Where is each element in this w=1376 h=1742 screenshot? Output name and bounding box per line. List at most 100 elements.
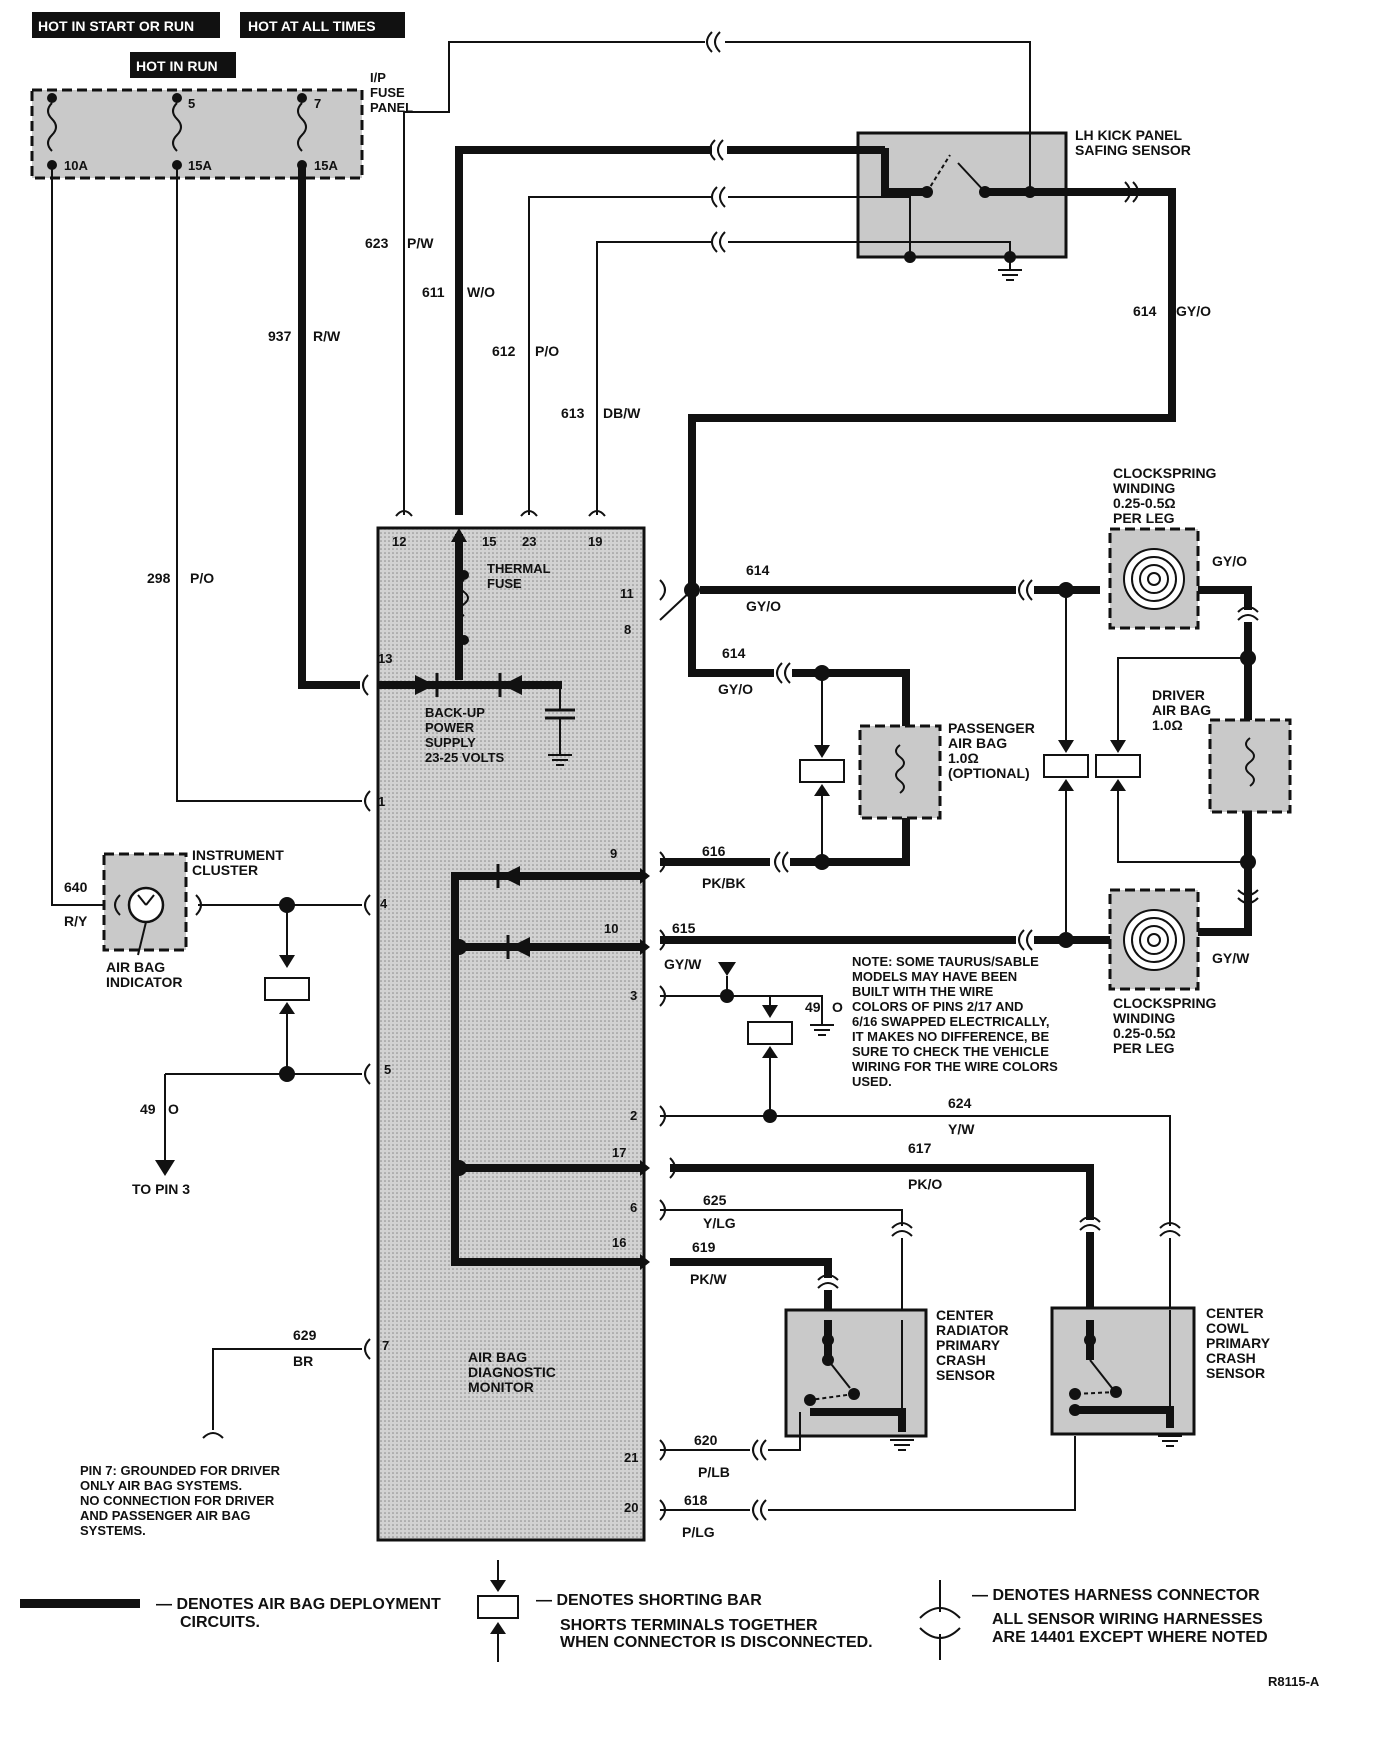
svg-text:7: 7 [382,1338,389,1353]
wire-625: 625 Y/LG [659,1192,913,1320]
clockspring-top: CLOCKSPRING WINDING 0.25-0.5Ω PER LEG GY… [1108,465,1247,630]
svg-text:937: 937 [268,328,292,344]
wire-629: 629 BR [202,1327,371,1439]
svg-text:INDICATOR: INDICATOR [106,974,182,990]
svg-text:298: 298 [147,570,171,586]
legend-harness-connector: — DENOTES HARNESS CONNECTOR ALL SENSOR W… [919,1580,1268,1660]
svg-text:0.25-0.5Ω: 0.25-0.5Ω [1113,495,1176,511]
svg-text:DB/W: DB/W [603,405,641,421]
wire-614-clockspring: 614 GY/O 614 GY/O [659,562,1100,780]
svg-text:8: 8 [624,622,631,637]
svg-text:BUILT WITH THE WIRE: BUILT WITH THE WIRE [852,984,994,999]
wire-623: 623 P/W [365,31,1031,517]
svg-text:ALL SENSOR WIRING HARNESSES: ALL SENSOR WIRING HARNESSES [992,1611,1263,1628]
svg-text:P/O: P/O [535,343,559,359]
svg-text:614: 614 [722,645,746,661]
wire-611: 611 W/O [422,139,885,515]
shorting-bar-passenger [799,673,845,862]
svg-text:ONLY AIR BAG SYSTEMS.: ONLY AIR BAG SYSTEMS. [80,1478,242,1493]
svg-text:CLOCKSPRING: CLOCKSPRING [1113,465,1217,481]
hot-all-times-tag: HOT AT ALL TIMES [240,12,405,38]
svg-text:— DENOTES HARNESS CONNECTOR: — DENOTES HARNESS CONNECTOR [972,1587,1260,1604]
pin7-note: PIN 7: GROUNDED FOR DRIVER ONLY AIR BAG … [80,1463,281,1538]
svg-text:SUPPLY: SUPPLY [425,735,476,750]
svg-text:CRASH: CRASH [1206,1350,1256,1366]
svg-text:1.0Ω: 1.0Ω [948,750,979,766]
instrument-cluster: INSTRUMENT CLUSTER AIR BAG INDICATOR [102,847,284,990]
wire-616: 616 PK/BK [659,818,910,891]
svg-text:INSTRUMENT: INSTRUMENT [192,847,284,863]
svg-text:4: 4 [380,896,388,911]
svg-text:629: 629 [293,1327,317,1343]
svg-text:DIAGNOSTIC: DIAGNOSTIC [468,1364,556,1380]
svg-text:PK/O: PK/O [908,1176,942,1192]
svg-text:HOT IN START OR RUN: HOT IN START OR RUN [38,18,194,34]
svg-text:BACK-UP: BACK-UP [425,705,485,720]
svg-text:PRIMARY: PRIMARY [1206,1335,1271,1351]
svg-text:W/O: W/O [467,284,495,300]
svg-text:0.25-0.5Ω: 0.25-0.5Ω [1113,1025,1176,1041]
svg-text:616: 616 [702,843,726,859]
svg-text:21: 21 [624,1450,638,1465]
svg-text:ARE 14401 EXCEPT WHERE NOTED: ARE 14401 EXCEPT WHERE NOTED [992,1629,1268,1646]
svg-text:23: 23 [522,534,536,549]
driver-air-bag: DRIVER AIR BAG 1.0Ω [1152,586,1292,936]
svg-text:AIR BAG: AIR BAG [106,959,165,975]
svg-text:WIRING FOR THE WIRE COLORS: WIRING FOR THE WIRE COLORS [852,1059,1058,1074]
svg-text:GY/O: GY/O [746,598,781,614]
svg-text:P/O: P/O [190,570,214,586]
connector-624 [1159,1222,1181,1237]
svg-text:WINDING: WINDING [1113,1010,1175,1026]
svg-text:NO CONNECTION FOR DRIVER: NO CONNECTION FOR DRIVER [80,1493,275,1508]
svg-text:13: 13 [378,651,392,666]
svg-text:CIRCUITS.: CIRCUITS. [180,1614,260,1631]
svg-text:2: 2 [630,1108,637,1123]
svg-text:PIN 7: GROUNDED FOR DRIVER: PIN 7: GROUNDED FOR DRIVER [80,1463,281,1478]
svg-text:SURE TO CHECK THE VEHICLE: SURE TO CHECK THE VEHICLE [852,1044,1049,1059]
svg-text:615: 615 [672,920,696,936]
svg-text:620: 620 [694,1432,718,1448]
wire-624: 624 Y/W [659,1095,1171,1226]
svg-text:POWER: POWER [425,720,475,735]
wire-937: 937 R/W [268,165,369,696]
svg-text:49: 49 [140,1101,156,1117]
wire-pin4: 49 O TO PIN 3 [132,894,371,1197]
svg-text:17: 17 [612,1145,626,1160]
monitor-pin-labels: 12 15 23 19 11 8 13 1 9 4 10 3 5 2 17 6 … [378,534,638,1515]
svg-text:7: 7 [314,96,321,111]
svg-text:15A: 15A [188,158,212,173]
svg-text:GY/O: GY/O [1176,303,1211,319]
svg-text:LH KICK PANEL: LH KICK PANEL [1075,127,1183,143]
svg-text:23-25 VOLTS: 23-25 VOLTS [425,750,505,765]
wire-613: 613 DB/W [561,231,1011,517]
svg-text:614: 614 [746,562,770,578]
svg-text:PASSENGER: PASSENGER [948,720,1035,736]
svg-text:R/Y: R/Y [64,913,88,929]
wire-617: 617 PK/O [669,1140,1101,1330]
svg-text:COWL: COWL [1206,1320,1249,1336]
svg-text:THERMAL: THERMAL [487,561,551,576]
svg-text:CLOCKSPRING: CLOCKSPRING [1113,995,1217,1011]
svg-text:P/LB: P/LB [698,1464,730,1480]
svg-text:GY/W: GY/W [1212,950,1250,966]
svg-text:SENSOR: SENSOR [1206,1365,1265,1381]
svg-text:NOTE: SOME TAURUS/SABLE: NOTE: SOME TAURUS/SABLE [852,954,1039,969]
svg-text:BR: BR [293,1353,313,1369]
svg-text:619: 619 [692,1239,716,1255]
wire-640: 640 R/Y [51,165,105,929]
svg-text:1: 1 [378,794,385,809]
svg-text:614: 614 [1133,303,1157,319]
clockspring-bottom: CLOCKSPRING WINDING 0.25-0.5Ω PER LEG GY… [1108,888,1250,1056]
svg-text:PRIMARY: PRIMARY [936,1337,1001,1353]
svg-text:O: O [832,999,843,1015]
svg-text:5: 5 [384,1062,391,1077]
svg-text:6/16 SWAPPED ELECTRICALLY,: 6/16 SWAPPED ELECTRICALLY, [852,1014,1049,1029]
svg-text:PER LEG: PER LEG [1113,1040,1175,1056]
svg-text:3: 3 [630,988,637,1003]
svg-text:11: 11 [620,586,634,601]
wire-615: 615 GY/W [659,920,1110,972]
svg-text:— DENOTES SHORTING BAR: — DENOTES SHORTING BAR [536,1592,762,1609]
svg-text:PER LEG: PER LEG [1113,510,1175,526]
hot-in-run-tag: HOT IN RUN [130,52,236,78]
svg-text:GY/W: GY/W [664,956,702,972]
